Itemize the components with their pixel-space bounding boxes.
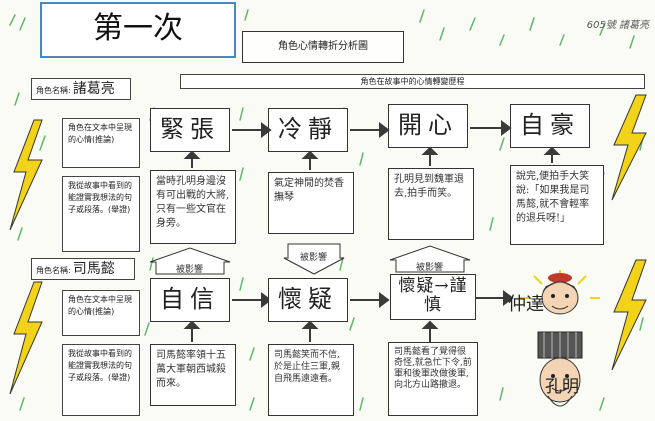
evidence-note: 當時孔明身邊沒有可出戰的大將,只有一些文官在身旁。 [150,170,236,244]
influence-arrow-up-icon [149,247,231,275]
evidence-note: 氣定神閒的焚香撫琴 [268,172,354,234]
role-name: 司馬懿 [72,261,115,277]
evidence-note: 司馬懿看了覺得很奇怪,就急忙下令,前軍和後軍改做後軍,向北方山路撤退。 [388,342,478,416]
emotion-box: 開心 [388,104,468,148]
portrait-name-top: 仲達 [508,290,612,316]
role-label-text: 角色名稱: [36,86,71,95]
evidence-note: 司馬懿笑而不信,於是止住三軍,親自飛馬遠遠看。 [268,344,354,416]
evidence-note: 孔明見到魏軍退去,拍手而笑。 [388,168,474,240]
emotion-box: 懷疑 [268,278,348,322]
role-label-text: 角色名稱: [36,266,71,275]
lightning-icon [611,94,647,201]
evidence-note: 司馬懿率領十五萬大軍朝西城殺而來。 [150,344,236,406]
lightning-icon [9,119,43,231]
role-name: 諸葛亮 [72,81,115,97]
lightning-icon [611,259,647,371]
influence-label: 被影響 [416,263,444,273]
evidence-note: 說完,便拍手大笑說:「如果我是司馬懿,就不會輕率的退兵呀!」 [510,165,604,245]
portrait-name-bottom: 孔明 [545,377,579,397]
draft-tag: 第一次 [40,2,236,58]
role-label-1: 角色名稱:諸葛亮 [31,78,131,100]
emotion-box: 自豪 [510,104,590,148]
emotion-box: 緊張 [150,108,230,152]
role-label-2: 角色名稱:司馬懿 [31,258,135,280]
lightning-icon [9,281,43,395]
label-text-emotion: 角色在文本中呈現的心情(推論) [62,118,140,168]
influence-arrow-down-icon [283,243,345,275]
emotion-box: 自信 [150,278,230,322]
portrait-name: 仲達 [508,294,544,315]
label-evidence: 我從故事中看到的能證實我想法的句子或段落。(舉證) [62,344,140,416]
influence-label: 被影響 [300,253,328,263]
influence-label: 被影響 [176,265,204,275]
label-evidence: 我從故事中看到的能證實我想法的句子或段落。(舉證) [62,176,140,252]
label-text-emotion: 角色在文本中呈現的心情(推論) [62,290,140,336]
sheet-title: 角色心情轉折分析圖 [242,31,404,63]
emotion-box: 懷疑→謹慎 [390,274,476,320]
student-note: 605號 諸葛亮 [586,20,649,31]
zhuge-liang-portrait [537,331,583,407]
header-bar: 角色在故事中的心情轉變歷程 [180,74,645,89]
emotion-box: 冷靜 [268,108,348,152]
influence-arrow-up-icon [389,245,471,273]
sima-yi-portrait [520,270,600,315]
